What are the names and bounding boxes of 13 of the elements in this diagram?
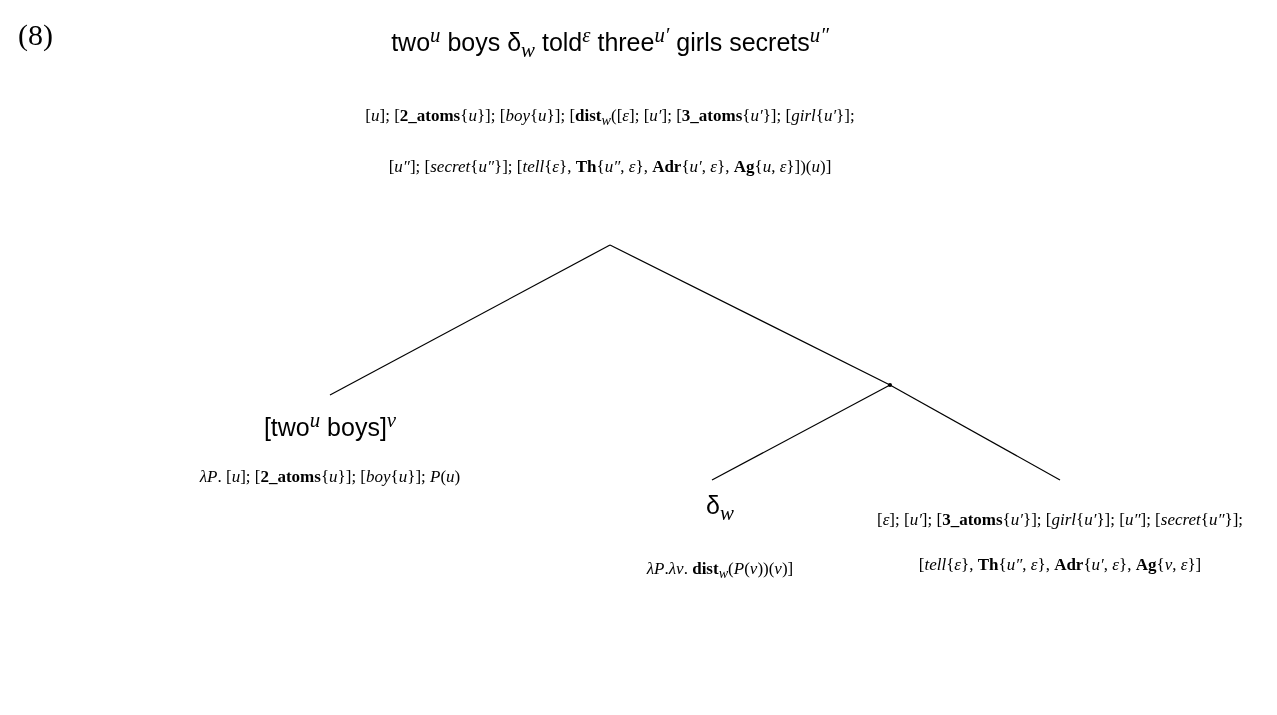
tree-branch [609, 244, 891, 386]
tree-branch [889, 384, 1061, 481]
phrase-label: two$^{u}$ boys δ$_{w}$ told$^{ε}$ three$^{u′}$ girls secrets$^{u″}$ [390, 22, 830, 65]
tree-branch [329, 244, 611, 396]
phrase-label: [two$^{u}$ boys]$^{v}$ [262, 407, 398, 444]
phrase-label: δ$_{w}$ [705, 490, 735, 527]
formula-text: λP. [u]; [2_atoms{u}]; [boy{u}]; P(u) [198, 466, 462, 489]
formula-text: [ε]; [u′]; [3_atoms{u′}]; [girl{u′}]; [u″]; [secret{u″}]; [tell{ε}, Th{u″, ε}, Adr{u′, ε}, Ag{v, ε}] [875, 509, 1245, 576]
formula-text: [u]; [2_atoms{u}]; [boy{u}]; [dist$_{w}$([ε]; [u′]; [3_atoms{u′}]; [girl{u′}]; [u″]; [secret{u″}]; [tell{ε}, Th{u″, ε}, Adr{u′, ε}, Ag{u, ε}])(u)] [364, 105, 856, 178]
formula-text: λP.λv. dist$_{w}$(P(v))(v)] [645, 558, 795, 584]
branch-point [888, 383, 892, 387]
tree-branch [711, 384, 891, 481]
example-number: (8) [18, 18, 53, 52]
